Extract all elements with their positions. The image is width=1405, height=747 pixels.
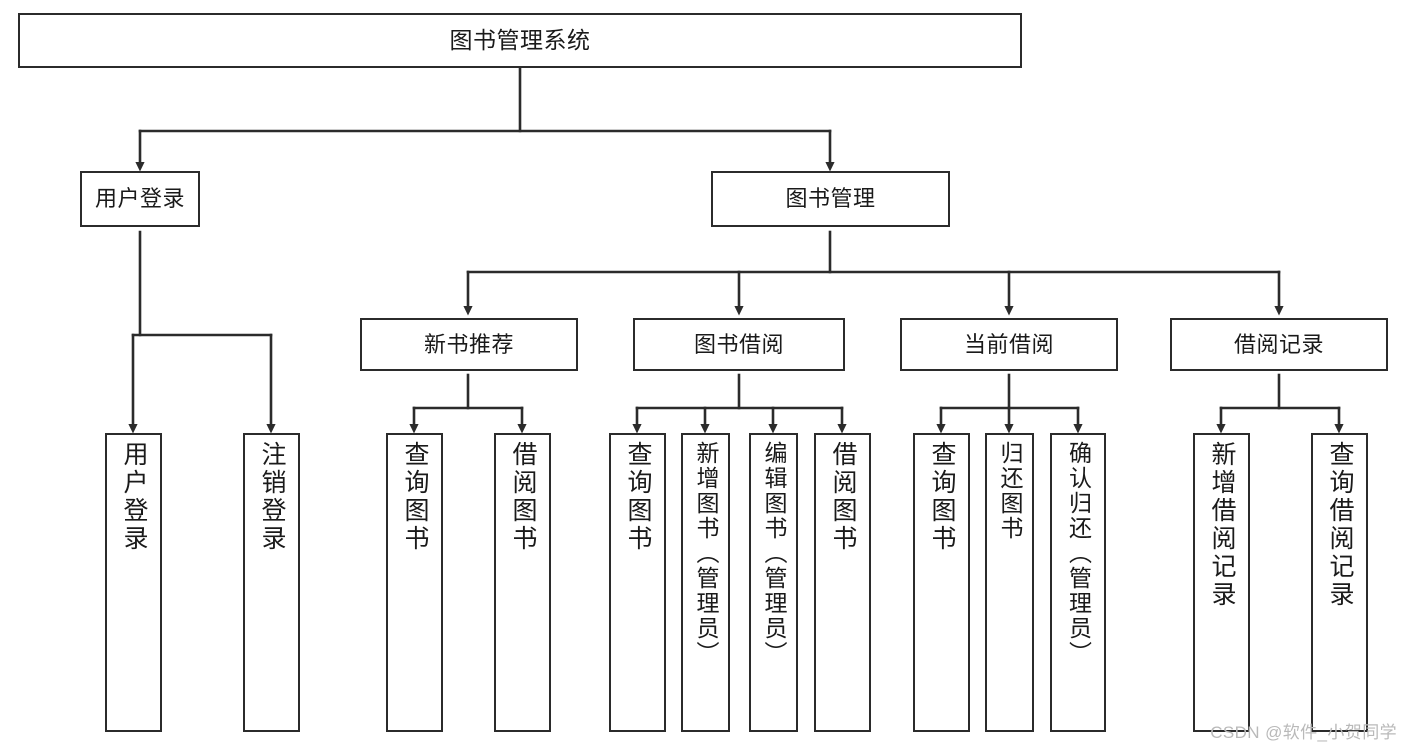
node-label: 编辑图书（管理员） <box>761 441 787 666</box>
node-label: 当前借阅 <box>963 331 1054 357</box>
node-label: 注销登录 <box>258 441 286 553</box>
node-leaf-user-logout[interactable]: 注销登录 <box>243 433 300 732</box>
node-label: 查询图书 <box>624 441 652 553</box>
csdn-watermark: CSDN @软件_小贺同学 <box>1210 723 1397 742</box>
node-label: 借阅图书 <box>829 441 857 553</box>
node-label: 新增图书（管理员） <box>693 441 719 666</box>
node-leaf-add-book-admin[interactable]: 新增图书（管理员） <box>681 433 730 732</box>
node-leaf-user-login[interactable]: 用户登录 <box>105 433 162 732</box>
node-leaf-add-borrow-record[interactable]: 新增借阅记录 <box>1193 433 1250 732</box>
node-label: 借阅图书 <box>509 441 537 553</box>
node-book-borrow[interactable]: 图书借阅 <box>633 318 845 371</box>
node-label: 确认归还（管理员） <box>1065 441 1092 666</box>
node-root-book-management-system[interactable]: 图书管理系统 <box>18 13 1022 68</box>
node-leaf-query-book-borrow[interactable]: 查询图书 <box>609 433 666 732</box>
node-label: 新增借阅记录 <box>1208 441 1236 609</box>
node-label: 查询图书 <box>928 441 956 553</box>
node-leaf-confirm-return-admin[interactable]: 确认归还（管理员） <box>1050 433 1106 732</box>
node-current-borrow[interactable]: 当前借阅 <box>900 318 1118 371</box>
node-new-book-recommend[interactable]: 新书推荐 <box>360 318 578 371</box>
node-label: 查询图书 <box>401 441 429 553</box>
node-label: 归还图书 <box>997 441 1023 541</box>
node-borrow-record[interactable]: 借阅记录 <box>1170 318 1388 371</box>
node-book-manage[interactable]: 图书管理 <box>711 171 950 227</box>
node-label: 新书推荐 <box>423 331 514 357</box>
node-leaf-borrow-book-recommend[interactable]: 借阅图书 <box>494 433 551 732</box>
node-label: 图书管理系统 <box>449 26 591 53</box>
node-leaf-query-book-recommend[interactable]: 查询图书 <box>386 433 443 732</box>
node-label: 用户登录 <box>120 441 148 553</box>
node-leaf-query-book-current[interactable]: 查询图书 <box>913 433 970 732</box>
node-label: 图书借阅 <box>693 331 784 357</box>
node-label: 查询借阅记录 <box>1326 441 1354 609</box>
node-label: 用户登录 <box>94 186 185 212</box>
node-label: 图书管理 <box>785 186 876 212</box>
node-leaf-return-book[interactable]: 归还图书 <box>985 433 1034 732</box>
node-label: 借阅记录 <box>1233 331 1324 357</box>
node-leaf-borrow-book-borrow[interactable]: 借阅图书 <box>814 433 871 732</box>
node-leaf-query-borrow-record[interactable]: 查询借阅记录 <box>1311 433 1368 732</box>
node-leaf-edit-book-admin[interactable]: 编辑图书（管理员） <box>749 433 798 732</box>
node-user-login[interactable]: 用户登录 <box>80 171 200 227</box>
